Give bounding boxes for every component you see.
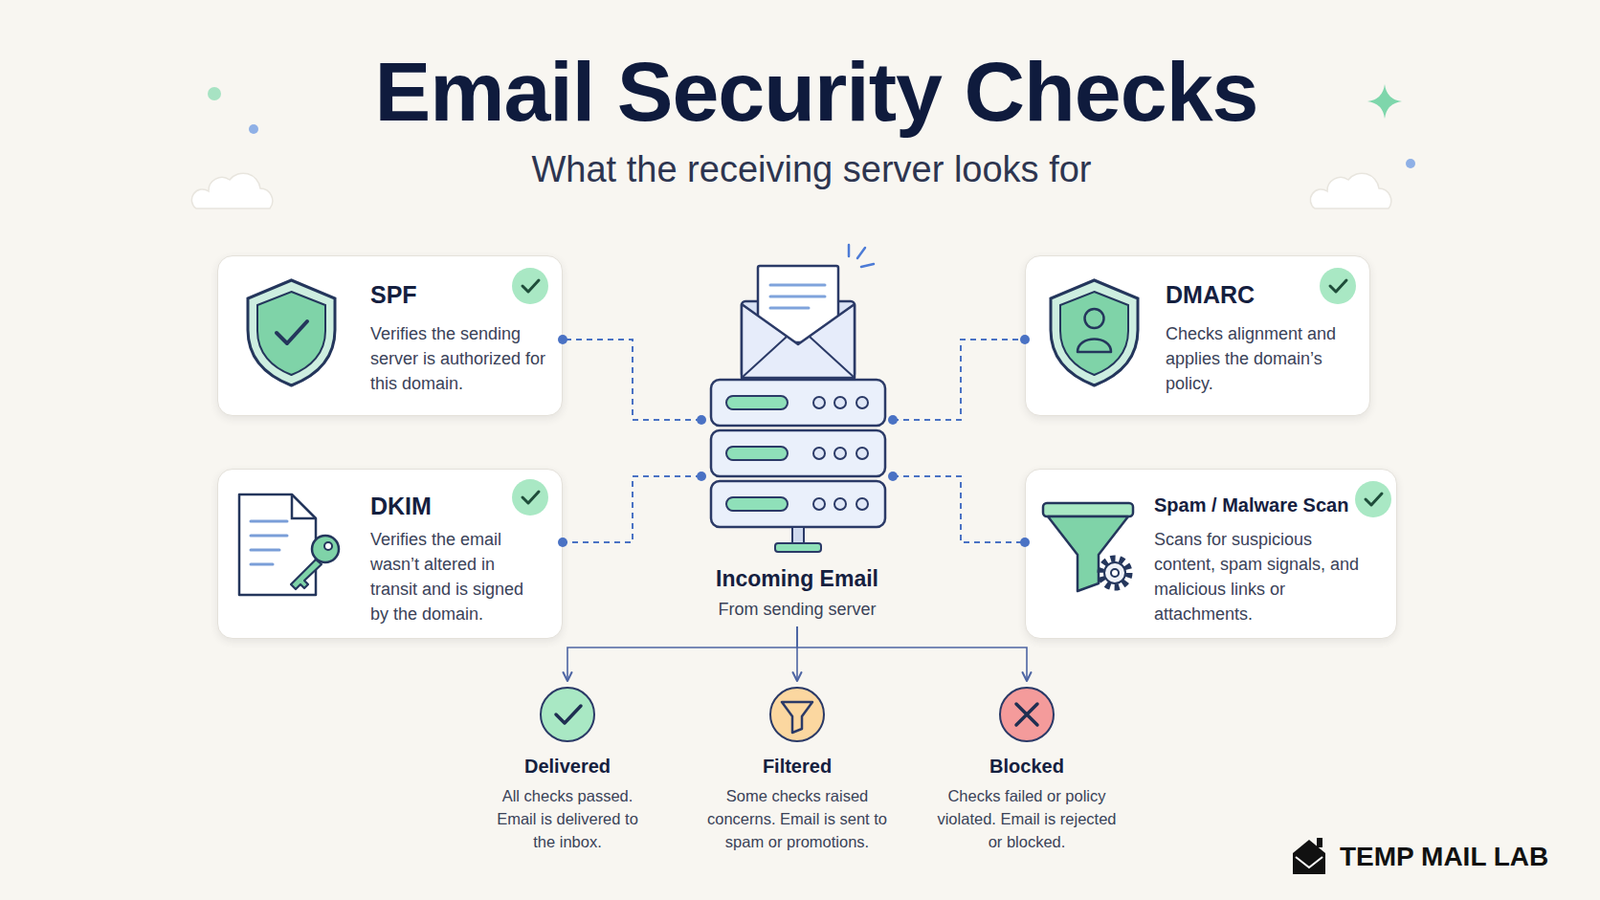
- subtitle: What the receiving server looks for: [237, 150, 1386, 189]
- connector: [797, 626, 1027, 682]
- logo-icon: [1292, 838, 1326, 875]
- connector: [892, 476, 1025, 543]
- rack-slot: [726, 497, 788, 512]
- rack-light: [856, 498, 868, 511]
- watermark-logo: TEMP MAIL LAB: [1339, 842, 1549, 873]
- logo-chimney: [1316, 838, 1323, 848]
- outcome-description: Checks failed or policy violated. Email …: [935, 784, 1118, 854]
- outcome-heading: Filtered: [691, 755, 903, 778]
- card-heading: SPF: [370, 280, 543, 310]
- blocked-icon: [1000, 688, 1054, 742]
- connector: [892, 339, 1025, 421]
- envelope-back: [741, 301, 855, 378]
- outcome-funnel: [781, 702, 813, 734]
- server-rack: [711, 379, 886, 426]
- deco-cloud: [191, 173, 272, 209]
- connector: [567, 626, 798, 682]
- rack-light: [834, 397, 846, 409]
- deco-dot: [1405, 158, 1416, 169]
- envelope-front: [741, 304, 855, 378]
- connector-dot: [888, 471, 898, 482]
- server-illustration: [711, 244, 886, 553]
- connector: [796, 626, 799, 682]
- outcome-circle: [770, 688, 824, 742]
- letter-lines: [770, 285, 825, 309]
- check-card: DMARC Checks alignment and applies the do…: [1024, 255, 1371, 417]
- check-card: SPF Verifies the sending server is author…: [217, 255, 563, 417]
- card-description: Verifies the email wasn’t altered in tra…: [370, 527, 545, 627]
- deco-cloud: [1310, 173, 1391, 209]
- outcome-check: [555, 706, 581, 724]
- logo-envelope-fold: [1295, 857, 1323, 868]
- card-heading: Spam / Malware Scan: [1154, 490, 1360, 520]
- connector: [562, 476, 702, 543]
- diagram-title: Email Security Checks: [16, 49, 1600, 134]
- logo-house: [1292, 840, 1326, 875]
- outcome-description: Some checks raised concerns. Email is se…: [707, 784, 888, 854]
- card-heading: DKIM: [370, 491, 543, 521]
- outcome-description: All checks passed. Email is delivered to…: [490, 784, 645, 854]
- outcome-node: BlockedChecks failed or policy violated.…: [921, 681, 1133, 859]
- deco-sparkle: [1367, 84, 1402, 119]
- rack-light: [813, 397, 825, 409]
- rack-light: [834, 498, 846, 511]
- server-node: Incoming EmailFrom sending server: [701, 244, 893, 627]
- server-base: [775, 543, 822, 553]
- card-description: Verifies the sending server is authorize…: [370, 321, 548, 397]
- rack-slot: [726, 396, 788, 410]
- server-stand: [792, 527, 804, 545]
- server-rack: [711, 481, 886, 528]
- outcome-cross: [1016, 704, 1038, 726]
- outcome-heading: Delivered: [462, 755, 673, 778]
- rack-light: [834, 447, 846, 460]
- server-rack: [711, 430, 886, 477]
- signal-marks: [848, 244, 874, 267]
- filtered-icon: [770, 688, 824, 742]
- letter: [757, 266, 839, 343]
- rack-light: [813, 447, 825, 460]
- rack-light: [856, 397, 868, 409]
- outcome-circle: [1000, 688, 1054, 742]
- rack-light: [856, 447, 868, 460]
- check-card: DKIM Verifies the email wasn’t altered in…: [217, 468, 563, 640]
- card-description: Checks alignment and applies the domain’…: [1165, 321, 1343, 397]
- deco-dot: [207, 87, 222, 101]
- delivered-icon: [540, 688, 595, 742]
- deco-dot: [248, 124, 259, 134]
- outcome-circle: [540, 688, 595, 742]
- outcome-heading: Blocked: [921, 755, 1133, 778]
- server-heading: Incoming Email: [701, 565, 893, 593]
- connector: [562, 339, 702, 421]
- rack-light: [813, 498, 825, 511]
- outcome-node: FilteredSome checks raised concerns. Ema…: [691, 681, 903, 859]
- rack-slot: [726, 446, 788, 461]
- envelope-folds: [741, 336, 855, 378]
- card-description: Scans for suspicious content, spam signa…: [1154, 527, 1360, 627]
- check-card: Spam / Malware ScanScans for suspicious …: [1024, 468, 1398, 640]
- outcome-node: DeliveredAll checks passed. Email is del…: [462, 681, 673, 859]
- server-description: From sending server: [701, 598, 893, 622]
- connector-dot: [696, 415, 707, 425]
- connector-dot: [888, 415, 898, 425]
- card-heading: DMARC: [1165, 280, 1329, 310]
- connector-dot: [696, 471, 707, 482]
